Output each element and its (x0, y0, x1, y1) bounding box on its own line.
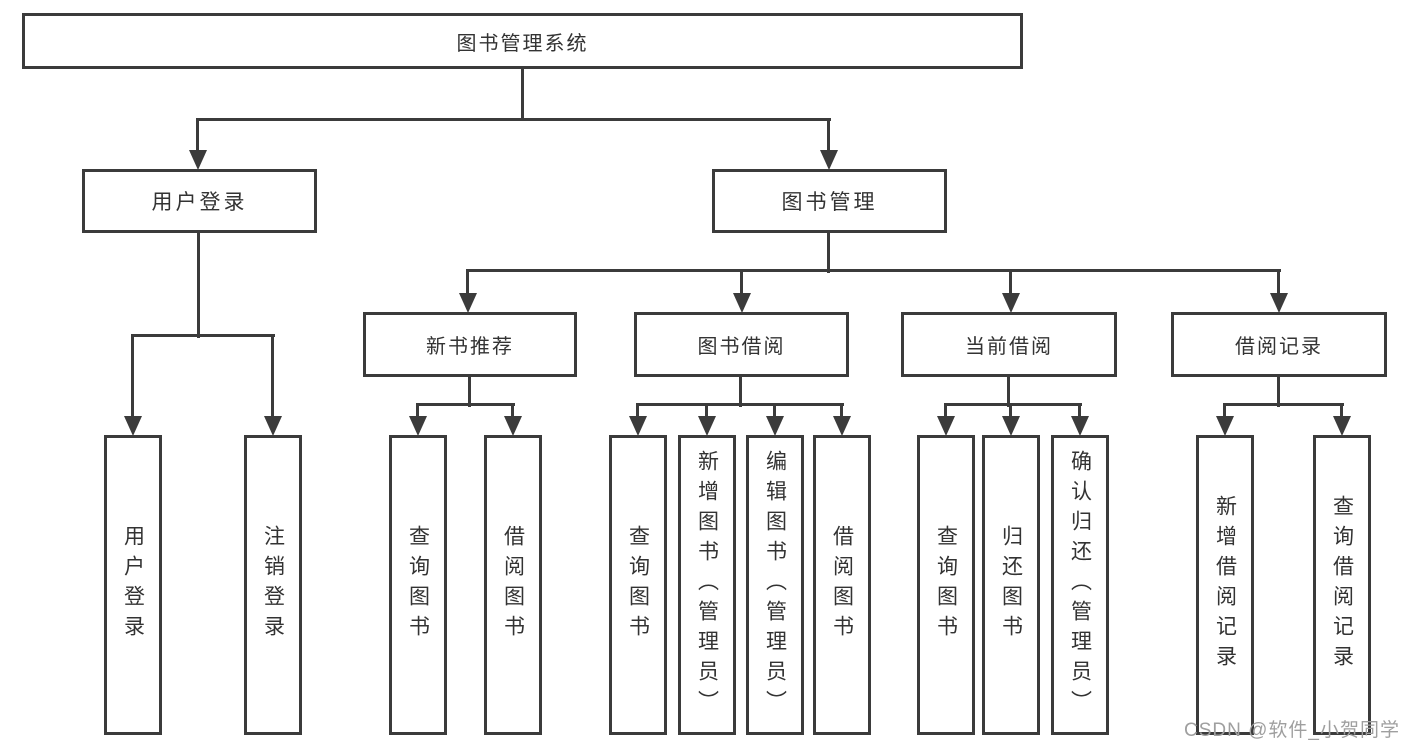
leaf-edit-book-admin: 编辑图书（管理员） (746, 435, 804, 735)
connector-line (1009, 271, 1012, 293)
arrowhead-icon (1270, 293, 1288, 313)
connector-line (466, 269, 1281, 272)
connector-line (740, 271, 743, 293)
leaf-add-book-admin: 新增图书（管理员） (678, 435, 736, 735)
connector-line (944, 405, 947, 416)
leaf-query-books-1: 查询图书 (389, 435, 447, 735)
arrowhead-icon (264, 416, 282, 436)
node-borrow-records: 借阅记录 (1171, 312, 1387, 377)
arrowhead-icon (698, 416, 716, 436)
connector-line (1007, 377, 1010, 407)
node-book-management: 图书管理 (712, 169, 947, 233)
connector-line (1223, 403, 1344, 406)
leaf-add-borrow-record: 新增借阅记录 (1196, 435, 1254, 735)
arrowhead-icon (1002, 293, 1020, 313)
connector-line (197, 233, 200, 338)
arrowhead-icon (733, 293, 751, 313)
watermark: CSDN @软件_小贺同学 (1184, 720, 1400, 741)
connector-line (466, 271, 469, 293)
connector-line (944, 403, 1082, 406)
connector-line (1340, 405, 1343, 416)
node-new-book-recommend: 新书推荐 (363, 312, 577, 377)
leaf-logout: 注销登录 (244, 435, 302, 735)
arrowhead-icon (1071, 416, 1089, 436)
connector-line (468, 377, 471, 407)
connector-line (636, 405, 639, 416)
connector-line (416, 403, 515, 406)
arrowhead-icon (504, 416, 522, 436)
leaf-query-books-3: 查询图书 (917, 435, 975, 735)
node-user-login: 用户登录 (82, 169, 317, 233)
connector-line (705, 405, 708, 416)
node-root: 图书管理系统 (22, 13, 1023, 69)
connector-line (739, 377, 742, 407)
leaf-return-book: 归还图书 (982, 435, 1040, 735)
arrowhead-icon (459, 293, 477, 313)
connector-line (1277, 271, 1280, 293)
arrowhead-icon (189, 150, 207, 170)
leaf-query-borrow-record: 查询借阅记录 (1313, 435, 1371, 735)
connector-line (1009, 405, 1012, 416)
connector-line (271, 336, 274, 416)
connector-line (1277, 377, 1280, 407)
arrowhead-icon (409, 416, 427, 436)
arrowhead-icon (833, 416, 851, 436)
leaf-borrow-books-2: 借阅图书 (813, 435, 871, 735)
arrowhead-icon (820, 150, 838, 170)
arrowhead-icon (1216, 416, 1234, 436)
arrowhead-icon (124, 416, 142, 436)
leaf-query-books-2: 查询图书 (609, 435, 667, 735)
connector-line (521, 69, 524, 121)
connector-line (773, 405, 776, 416)
connector-line (131, 334, 275, 337)
connector-line (827, 233, 830, 273)
arrowhead-icon (937, 416, 955, 436)
connector-line (827, 120, 830, 150)
connector-line (511, 405, 514, 416)
connector-line (416, 405, 419, 416)
connector-line (196, 120, 199, 150)
connector-line (1223, 405, 1226, 416)
node-current-borrow: 当前借阅 (901, 312, 1117, 377)
connector-line (636, 403, 844, 406)
arrowhead-icon (1002, 416, 1020, 436)
arrowhead-icon (629, 416, 647, 436)
leaf-user-login: 用户登录 (104, 435, 162, 735)
node-book-borrow: 图书借阅 (634, 312, 849, 377)
arrowhead-icon (1333, 416, 1351, 436)
leaf-confirm-return-admin: 确认归还（管理员） (1051, 435, 1109, 735)
leaf-borrow-books-1: 借阅图书 (484, 435, 542, 735)
connector-line (196, 118, 831, 121)
connector-line (131, 336, 134, 416)
connector-line (840, 405, 843, 416)
arrowhead-icon (766, 416, 784, 436)
connector-line (1078, 405, 1081, 416)
